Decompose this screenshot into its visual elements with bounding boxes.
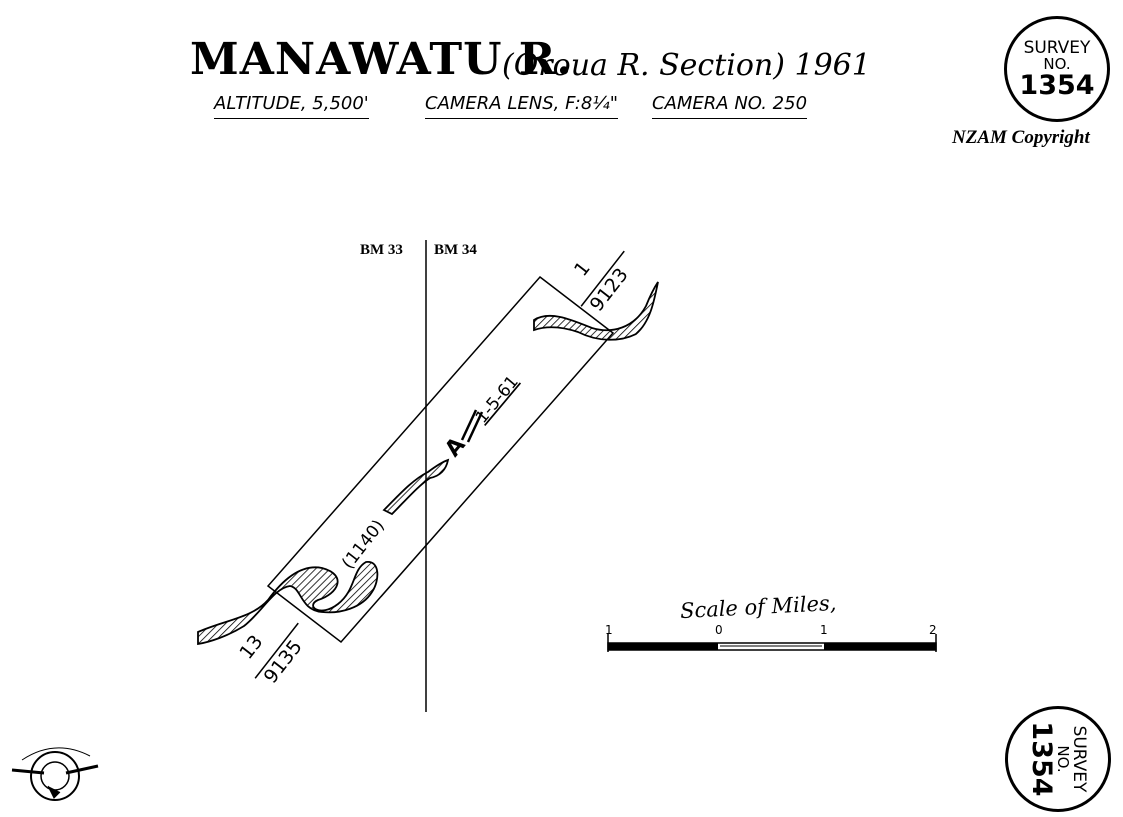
map-subtitle: (Oroua R. Section) 1961	[502, 48, 871, 83]
start-run-number: 13	[235, 631, 267, 664]
scale-tick-one: 1	[820, 623, 828, 637]
camera-number-caption: CAMERA NO. 250	[652, 93, 808, 119]
boundary-label-bm33: BM 33	[360, 242, 403, 258]
nz-aerial-mapping-logo	[11, 747, 99, 801]
stamp-survey-label: SURVEY	[1023, 37, 1091, 58]
altitude-caption: ALTITUDE, 5,500'	[214, 93, 369, 119]
run-label: A	[440, 433, 470, 462]
survey-stamp-top: SURVEY NO. 1354	[1004, 16, 1110, 122]
survey-stamp-bottom: SURVEY NO. 1354	[1005, 706, 1111, 812]
start-frame-number: 9135	[260, 636, 307, 688]
river-course	[197, 281, 659, 646]
map-title: MANAWATU R.	[190, 34, 573, 85]
scale-bar	[607, 634, 937, 652]
stamp-survey-label: SURVEY	[1069, 725, 1090, 793]
flight-strip-outline	[266, 275, 615, 644]
stamp-no-label: NO.	[1043, 54, 1071, 73]
scale-tick-zero: 0	[715, 623, 723, 637]
end-run-number: 1	[570, 258, 595, 281]
run-date-slash	[460, 409, 484, 443]
camera-lens-caption: CAMERA LENS, F:8¼"	[425, 93, 619, 119]
stamp-number: 1354	[1026, 721, 1058, 797]
copyright-notice: NZAM Copyright	[952, 127, 1090, 148]
boundary-label-bm34: BM 34	[434, 242, 477, 258]
scale-tick-left: 1	[605, 623, 613, 637]
stamp-number: 1354	[1019, 69, 1095, 101]
scale-tick-two: 2	[929, 623, 937, 637]
stamp-no-label: NO.	[1054, 745, 1073, 773]
